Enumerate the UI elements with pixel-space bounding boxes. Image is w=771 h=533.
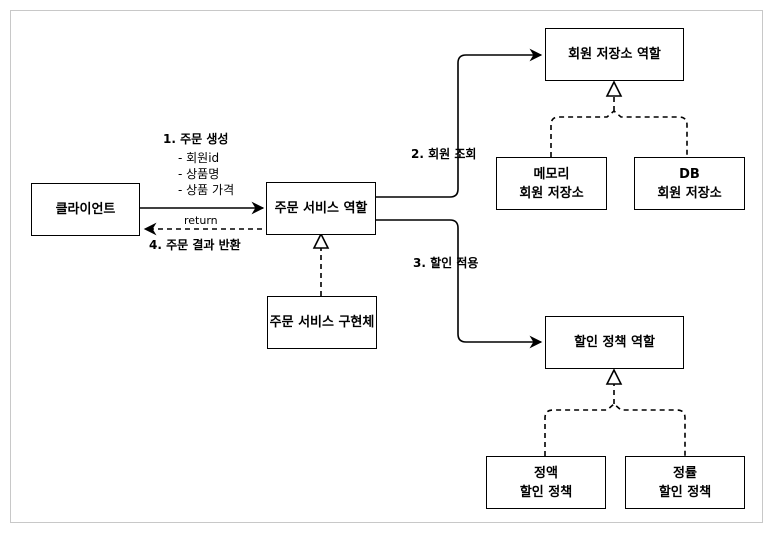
member-lookup-arrow (376, 48, 543, 198)
member-lookup-label: 2. 회원 조회 (411, 147, 477, 161)
rate-policy-line1: 정액 (534, 465, 558, 481)
db-repo-line1: DB (679, 166, 700, 182)
discount-policy-role-node: 할인 정책 역할 (545, 316, 684, 369)
diagram-frame (10, 10, 763, 523)
memory-repo-line2: 회원 저장소 (519, 185, 584, 201)
member-repo-role-label: 회원 저장소 역할 (568, 47, 661, 62)
discount-policy-role-label: 할인 정책 역할 (574, 335, 655, 350)
return-label: return (184, 214, 218, 227)
client-label: 클라이언트 (55, 202, 116, 217)
member-repo-triangle (605, 80, 623, 97)
member-repo-role-node: 회원 저장소 역할 (545, 28, 684, 81)
discount-policy-realization (544, 402, 686, 456)
param-product-name: - 상품명 (178, 167, 220, 181)
order-impl-triangle (312, 232, 330, 249)
order-service-role-node: 주문 서비스 역할 (266, 182, 376, 235)
client-node: 클라이언트 (31, 183, 140, 236)
order-service-impl-node: 주문 서비스 구현체 (267, 296, 377, 349)
member-repo-realization (550, 109, 688, 157)
order-create-label: 1. 주문 생성 (163, 132, 229, 146)
fixed-policy-line2: 할인 정책 (658, 484, 712, 500)
rate-policy-line2: 할인 정책 (519, 484, 573, 500)
memory-repo-line1: 메모리 (533, 166, 570, 182)
discount-apply-arrow (376, 219, 543, 349)
discount-apply-label: 3. 할인 적용 (413, 256, 479, 270)
order-service-role-label: 주문 서비스 역할 (274, 201, 368, 216)
param-member-id: - 회원id (178, 151, 220, 165)
order-service-impl-label: 주문 서비스 구현체 (269, 315, 375, 330)
fixed-policy-node: 정률 할인 정책 (625, 456, 745, 509)
memory-repo-node: 메모리 회원 저장소 (496, 157, 607, 210)
fixed-policy-line1: 정률 (673, 465, 697, 481)
discount-policy-triangle (605, 368, 623, 385)
db-repo-line2: 회원 저장소 (657, 185, 722, 201)
rate-policy-node: 정액 할인 정책 (486, 456, 606, 509)
db-repo-node: DB 회원 저장소 (634, 157, 745, 210)
param-product-price: - 상품 가격 (178, 183, 235, 197)
order-result-label: 4. 주문 결과 반환 (149, 238, 241, 252)
